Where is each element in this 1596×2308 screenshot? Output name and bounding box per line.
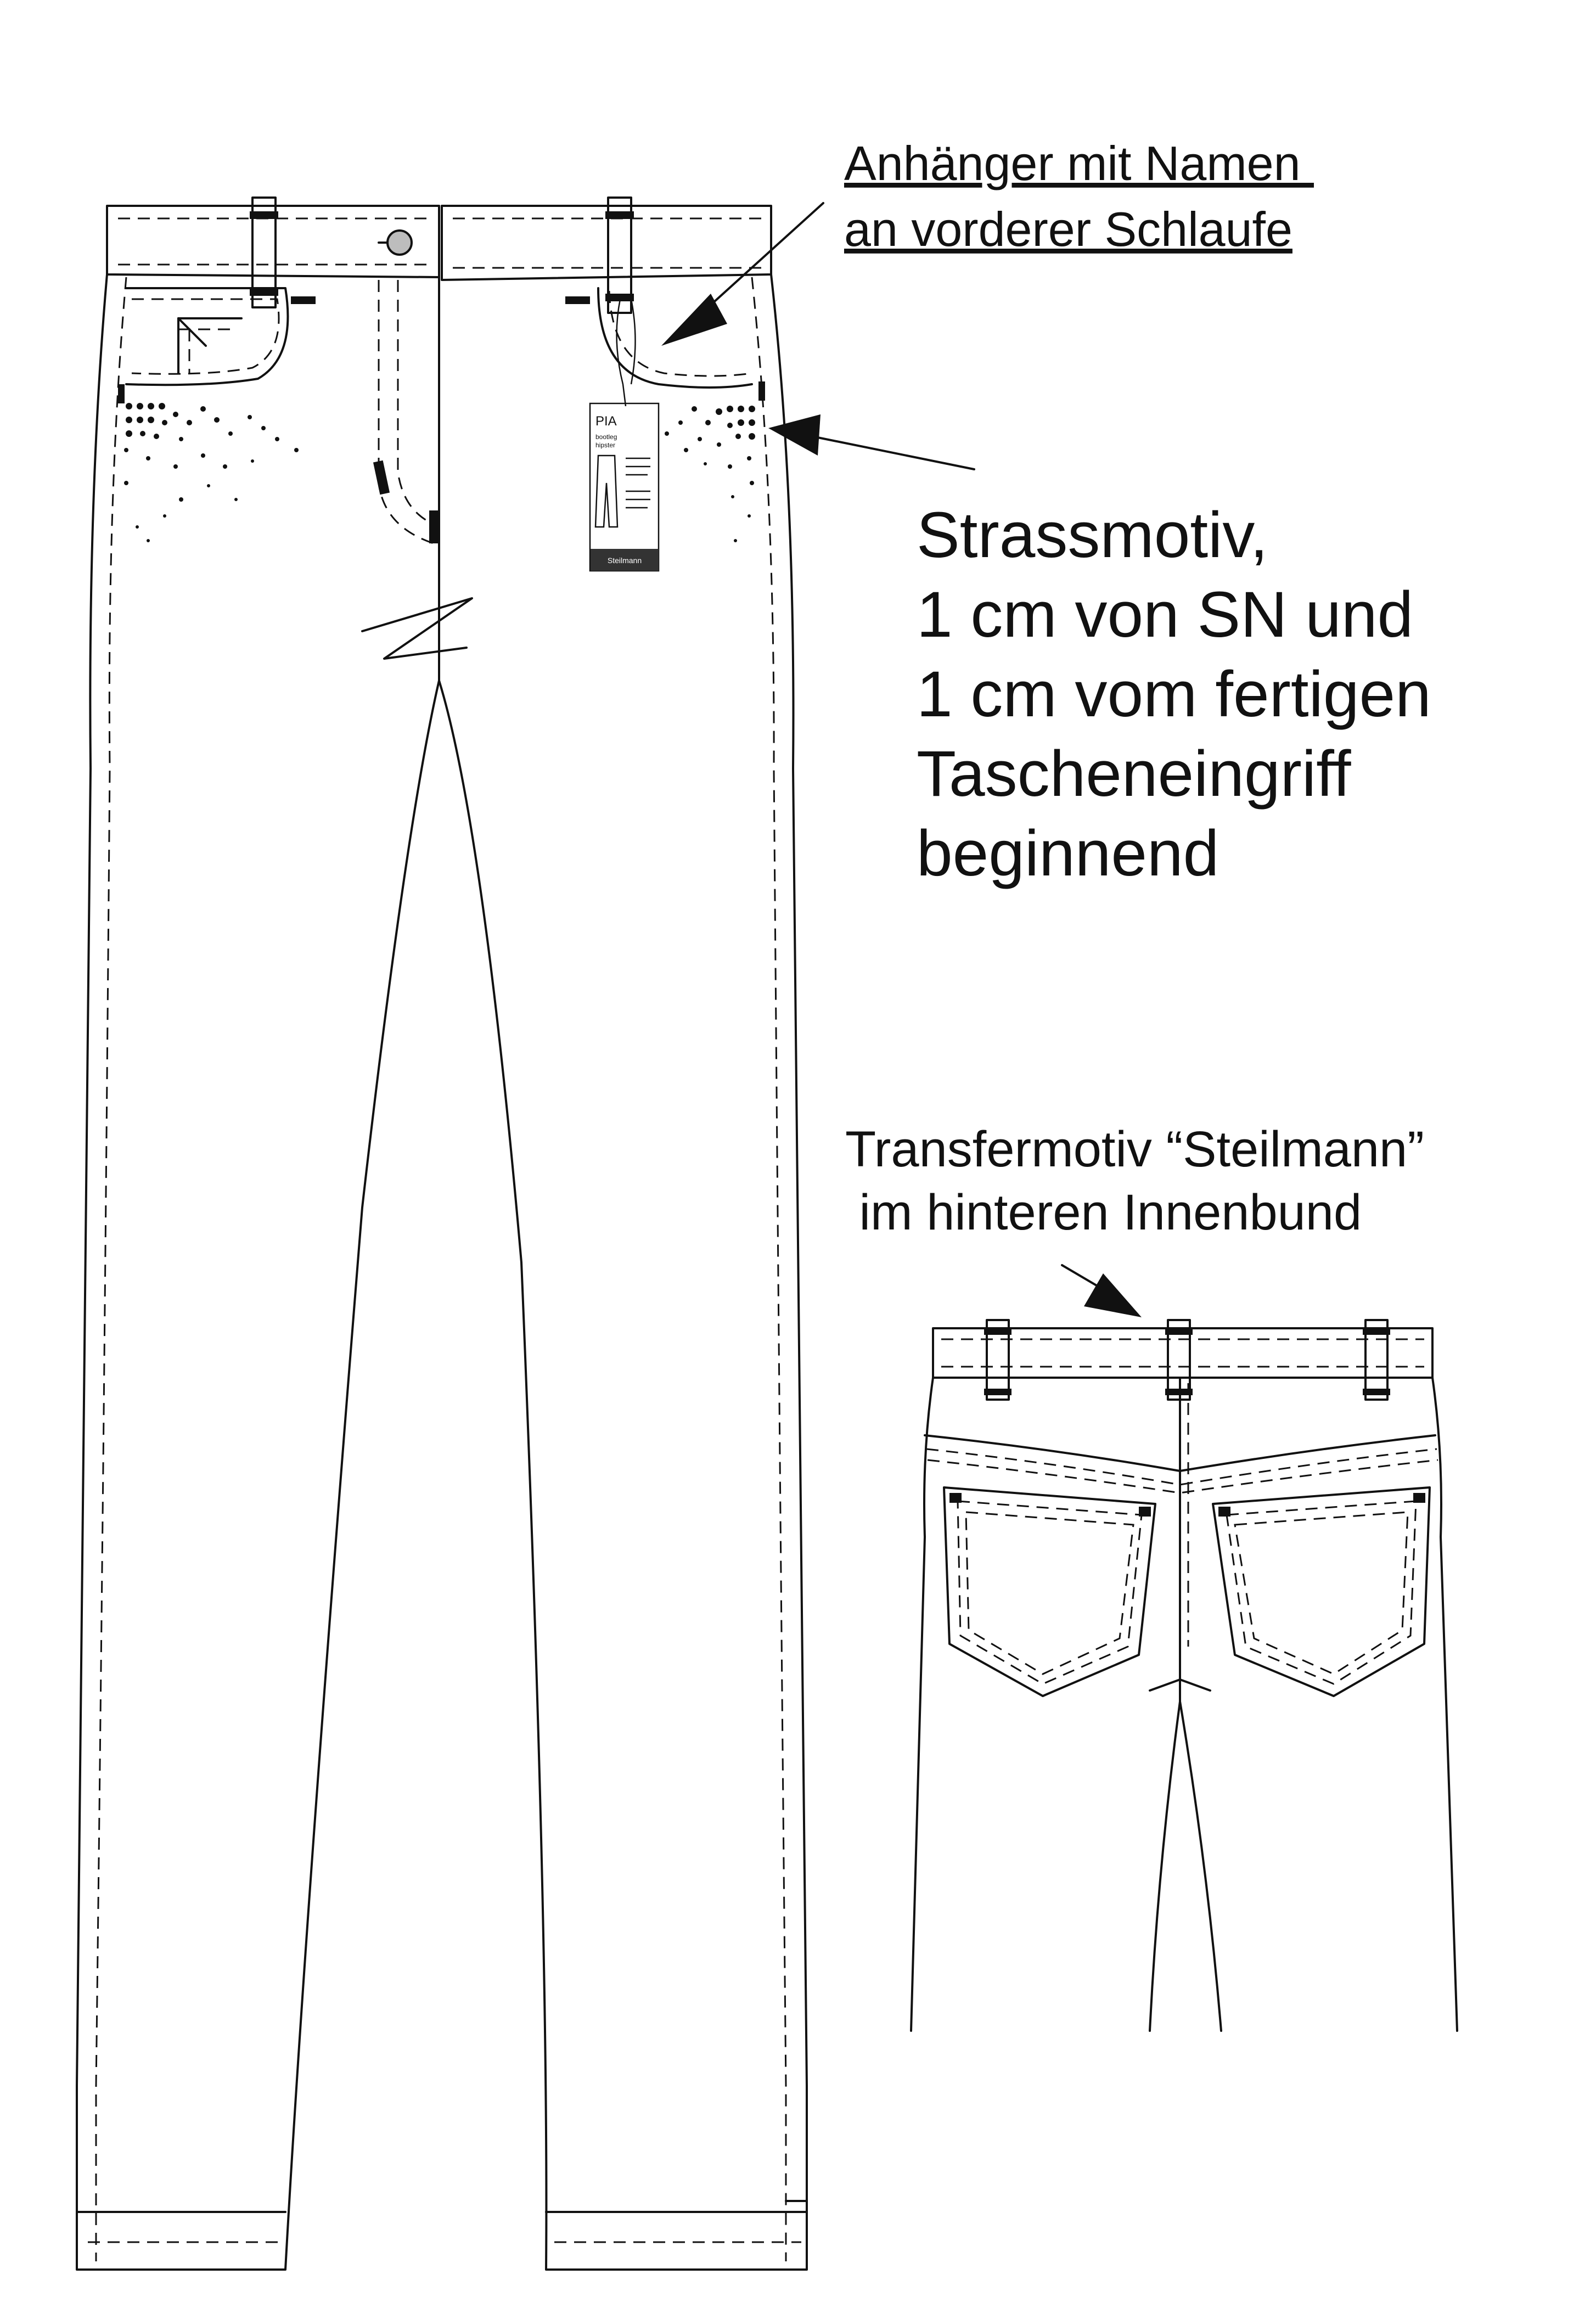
back-belt-loop-right: [1363, 1319, 1390, 1401]
rhinestone-note-line-2: 1 cm von SN und: [917, 579, 1413, 651]
tag-arrowhead: [661, 294, 727, 346]
hang-tag-line-2: hipster: [595, 441, 615, 449]
jeans-front-view: PIA bootleg hipster Steilmann: [76, 196, 808, 2271]
front-waistband: [106, 205, 772, 281]
hang-tag-brand: Steilmann: [608, 556, 642, 565]
rhinestone-note-line-1: Strassmotiv,: [917, 499, 1268, 571]
front-belt-loop-right: [605, 196, 634, 314]
hang-tag-line-1: bootleg: [595, 433, 617, 441]
tag-leader-line: [707, 202, 824, 308]
jeans-back-view: [910, 1319, 1458, 2032]
rhinestone-motif-left: [124, 403, 299, 542]
rhinestone-leader-line: [811, 435, 975, 470]
back-belt-loop-left: [984, 1319, 1011, 1401]
back-pocket-left: [943, 1486, 1156, 1697]
tag-note-line-1: Anhänger mit Namen: [844, 136, 1314, 190]
rhinestone-note-line-4: Tascheneingriff: [917, 738, 1351, 810]
waistband-button: [386, 229, 413, 256]
hang-tag: PIA bootleg hipster Steilmann: [589, 299, 660, 572]
transfer-note-line-1: Transfermotiv “Steilmann”: [845, 1121, 1424, 1177]
transfer-arrowhead: [1084, 1273, 1142, 1317]
front-leg-outline-left: [76, 273, 440, 2271]
front-pocket-right: [565, 287, 765, 401]
hang-tag-name: PIA: [595, 414, 617, 429]
rhinestone-note-line-5: beginnend: [917, 817, 1219, 890]
rhinestone-annotation: Strassmotiv, 1 cm von SN und 1 cm vom fe…: [768, 414, 1431, 890]
front-fly: [361, 276, 473, 682]
front-leg-outline-right: [438, 273, 808, 2271]
tag-note-line-2: an vorderer Schlaufe: [844, 202, 1292, 256]
tag-annotation: Anhänger mit Namen an vorderer Schlaufe: [661, 136, 1314, 346]
front-pocket-left: [118, 287, 316, 403]
transfer-note-line-2: im hinteren Innenbund: [845, 1184, 1362, 1240]
rhinestone-arrowhead: [768, 414, 821, 456]
transfer-annotation: Transfermotiv “Steilmann” im hinteren In…: [845, 1121, 1424, 1317]
front-belt-loop-left: [250, 196, 278, 308]
back-pocket-right: [1212, 1486, 1431, 1697]
rhinestone-note-line-3: 1 cm vom fertigen: [917, 658, 1431, 731]
rhinestone-motif-right: [665, 406, 755, 542]
